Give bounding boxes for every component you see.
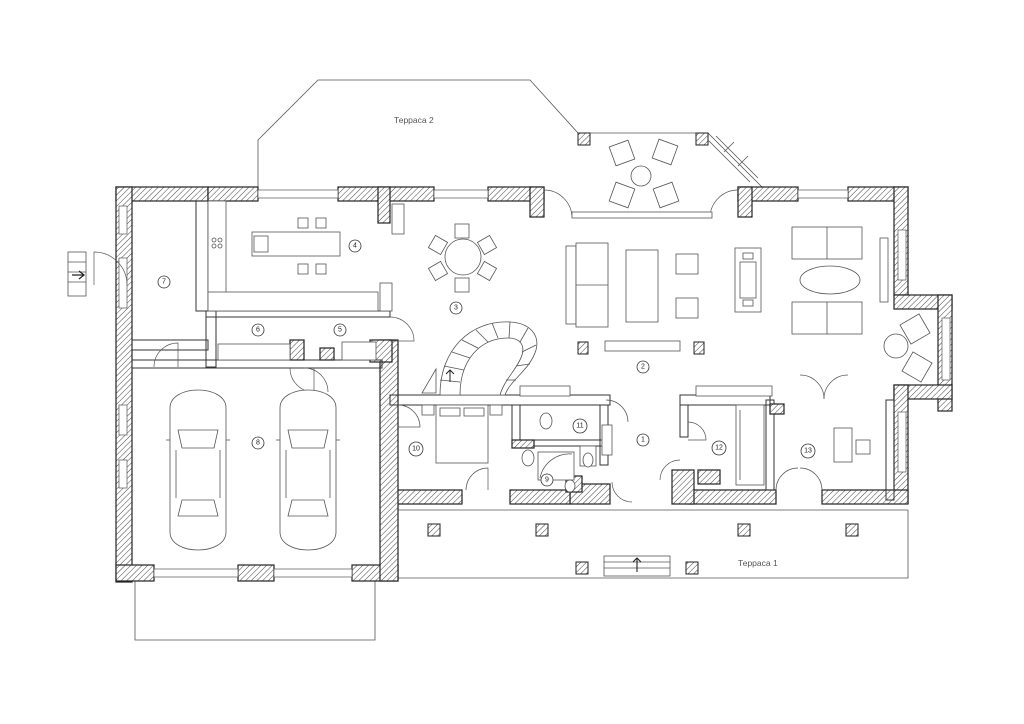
bedroom-furniture [421, 404, 503, 464]
spiral-staircase [421, 321, 538, 396]
room-number-4: 4 [353, 243, 357, 250]
room-number-12: 12 [715, 445, 723, 452]
room-number-7: 7 [162, 279, 166, 286]
room-number-2: 2 [641, 364, 645, 371]
terrace-table-set [608, 138, 680, 209]
terrace-2-label: Терраса 2 [394, 115, 434, 125]
living-room-furniture [565, 242, 762, 355]
room-number-10: 10 [412, 446, 420, 453]
room-marker-8: 8 [251, 436, 265, 450]
room-marker-4: 4 [348, 239, 362, 253]
dressing-room-furniture [735, 404, 765, 486]
office-furniture [833, 427, 871, 463]
room-marker-2: 2 [636, 360, 650, 374]
terrace-1-outline [398, 510, 909, 579]
room-marker-9: 9 [540, 473, 554, 487]
room-marker-11: 11 [572, 418, 588, 434]
room-number-13: 13 [804, 448, 812, 455]
side-entrance-steps [67, 251, 87, 297]
room-number-5: 5 [338, 327, 342, 334]
kitchen-furniture [207, 200, 405, 312]
room-number-6: 6 [256, 327, 260, 334]
room-marker-5: 5 [333, 323, 347, 337]
terrace-2-structure [571, 132, 759, 219]
dining-table [427, 223, 498, 293]
room-marker-10: 10 [408, 441, 424, 457]
bathroom-fixtures [521, 412, 613, 493]
terrace-1-structure [427, 523, 859, 577]
terrace-2-outline [257, 79, 763, 188]
terrace-1-label: Терраса 1 [738, 558, 778, 568]
room-number-1: 1 [641, 437, 645, 444]
room-marker-12: 12 [711, 440, 727, 456]
hall-benches [217, 341, 773, 397]
room-number-11: 11 [576, 423, 583, 430]
room-marker-1: 1 [636, 433, 650, 447]
lounge-furniture [791, 226, 933, 383]
garage-cars [166, 389, 340, 551]
room-marker-6: 6 [251, 323, 265, 337]
room-number-8: 8 [256, 440, 260, 447]
garage-apron-outline [134, 580, 376, 641]
windows [118, 189, 951, 578]
room-marker-7: 7 [157, 275, 171, 289]
room-marker-13: 13 [800, 443, 816, 459]
room-number-3: 3 [454, 305, 458, 312]
room-number-9: 9 [545, 477, 549, 484]
room-marker-3: 3 [449, 301, 463, 315]
